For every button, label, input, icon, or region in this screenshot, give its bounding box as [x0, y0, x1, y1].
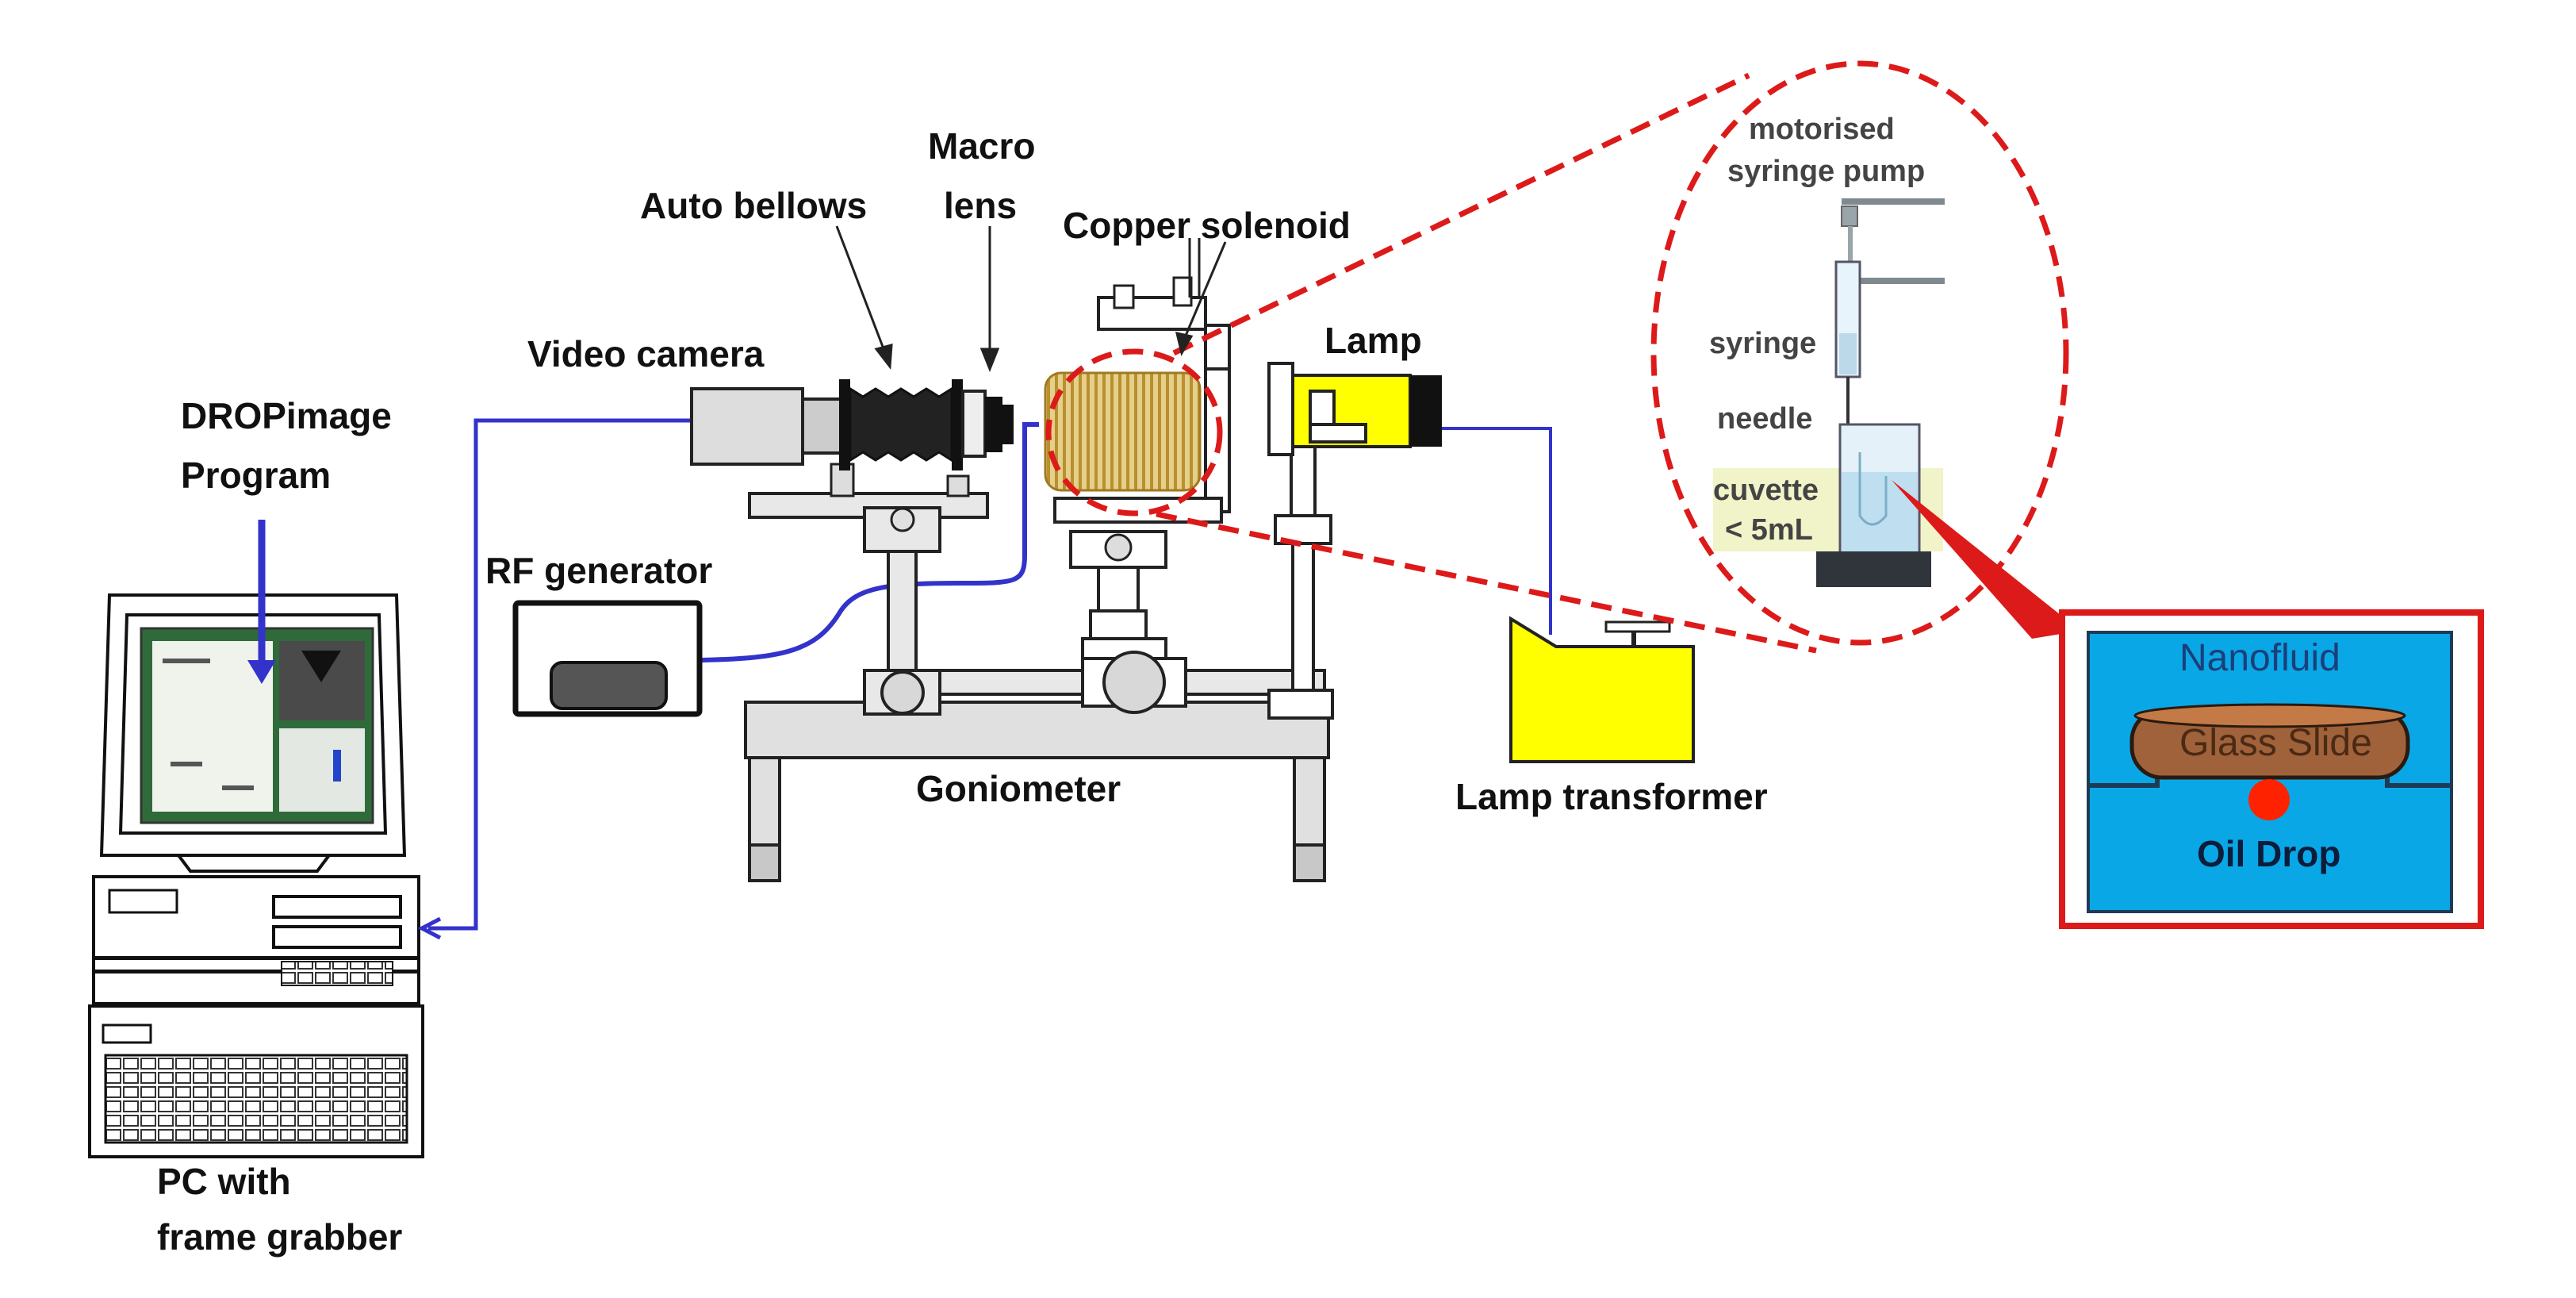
- auto-bellows-label: Auto bellows: [640, 185, 867, 226]
- wire-lamp-to-transformer: [1442, 427, 1552, 635]
- cuvette-volume-label: < 5mL: [1725, 513, 1813, 547]
- wire-rf-to-solenoid: [699, 422, 1039, 662]
- camera-stand: [748, 463, 989, 716]
- zoom-connector-bottom: [1156, 511, 1817, 654]
- video-camera: [690, 387, 842, 466]
- lamp: [1267, 362, 1442, 456]
- keyboard: [88, 1004, 424, 1158]
- wires: [247, 418, 1552, 940]
- syringe-pump-label-line2: syringe pump: [1727, 155, 1925, 188]
- oil-drop-label: Oil Drop: [2197, 833, 2340, 874]
- inset-wedge: [1892, 480, 2080, 639]
- oil-drop-dot: [2248, 779, 2290, 820]
- syringe-label: syringe: [1709, 327, 1816, 360]
- cuvette-label: cuvette: [1713, 474, 1819, 507]
- macro-lens-label-line2: lens: [944, 185, 1017, 226]
- cuvette-inset: [1892, 480, 2484, 929]
- syringe-pump-label: motorised: [1749, 113, 1895, 146]
- pc-label-line2: frame grabber: [157, 1216, 402, 1258]
- arrow-auto-bellows: [835, 225, 888, 358]
- pointer-arrows: [835, 225, 1227, 373]
- rf-generator: [512, 600, 703, 717]
- lamp-transformer: [1509, 616, 1695, 763]
- goniometer-label: Goniometer: [916, 768, 1121, 809]
- video-camera-label: Video camera: [527, 333, 765, 374]
- computer-case: [92, 875, 420, 1005]
- syringe-zoom-content: [1713, 198, 1945, 587]
- copper-solenoid: [1044, 371, 1202, 492]
- rf-generator-label: RF generator: [485, 550, 712, 591]
- wire-camera-to-pc: [428, 418, 690, 931]
- nanofluid-label: Nanofluid: [2179, 637, 2340, 679]
- dropimage-label-line2: Program: [181, 455, 331, 496]
- monitor: [99, 593, 407, 873]
- macro-lens-label: Macro: [928, 125, 1035, 167]
- lamp-transformer-label: Lamp transformer: [1455, 776, 1768, 817]
- dropimage-label: DROPimage: [181, 395, 392, 436]
- solenoid-stand: [1053, 238, 1231, 714]
- copper-solenoid-label: Copper solenoid: [1063, 205, 1351, 246]
- arrow-dropimage-head: [247, 660, 276, 684]
- glass-slide-label: Glass Slide: [2179, 722, 2372, 764]
- labels: DROPimage Program PC with frame grabber …: [157, 113, 2372, 1258]
- wire-pc-arrowhead: [417, 916, 442, 940]
- zoom-connector-top: [1172, 72, 1750, 356]
- pc-label: PC with: [157, 1161, 291, 1202]
- macro-lens: [961, 390, 1014, 458]
- zoom-indicators: [1045, 60, 2069, 654]
- solenoid-zoom-circle: [1045, 348, 1223, 517]
- pc-with-frame-grabber: [88, 593, 424, 1158]
- arrow-copper-solenoid: [1182, 241, 1227, 342]
- goniometer-bench: [744, 669, 1330, 882]
- needle-label: needle: [1717, 402, 1812, 436]
- syringe-zoom-ellipse: [1650, 60, 2069, 646]
- auto-bellows: [839, 379, 963, 470]
- lamp-label: Lamp: [1324, 320, 1422, 361]
